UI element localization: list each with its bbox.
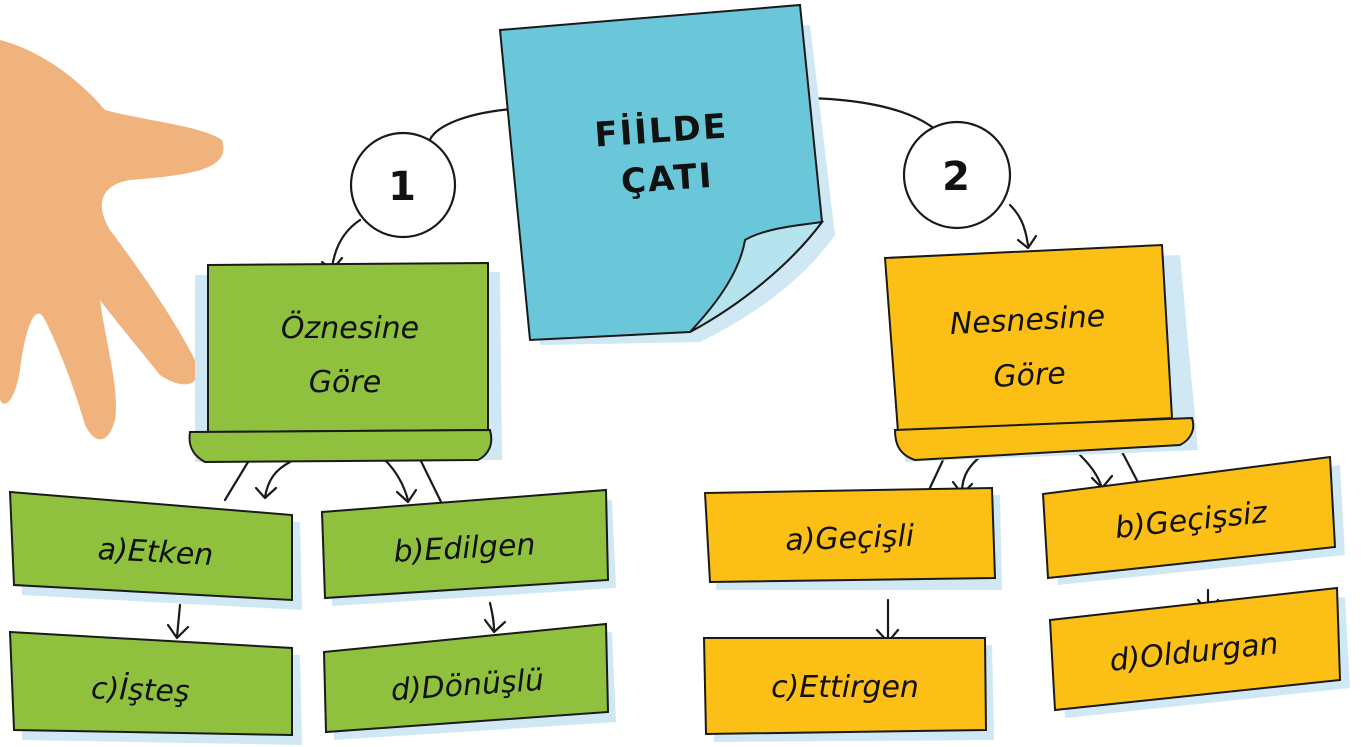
item-istes: c)İşteş: [8, 630, 302, 745]
header-nesnesine-line-2: Göre: [992, 356, 1066, 395]
header-nesnesine-line-1: Nesnesine: [949, 299, 1106, 342]
item-oldurgan: d)Oldurgan: [1048, 586, 1350, 718]
header-oznesine: Öznesine Göre: [188, 261, 502, 464]
item-ettirgen-label: c)Ettirgen: [771, 670, 919, 705]
branch-number-2-label: 2: [942, 154, 972, 200]
item-istes-label: c)İşteş: [90, 670, 190, 709]
branch-number-1-label: 1: [388, 164, 418, 210]
branch-number-2: 2: [902, 120, 1012, 230]
header-oznesine-line-2: Göre: [309, 365, 381, 400]
title-line-2: ÇATI: [620, 156, 715, 202]
branch-number-1: 1: [349, 131, 457, 239]
item-gecisli: a)Geçişli: [703, 486, 1002, 590]
item-etken-label: a)Etken: [97, 532, 214, 573]
header-oznesine-line-1: Öznesine: [281, 310, 419, 346]
title-note: FİİLDE ÇATI: [498, 3, 835, 345]
title-line-1: FİİLDE: [593, 105, 729, 155]
hand-illustration: [0, 40, 224, 440]
item-etken: a)Etken: [8, 490, 302, 610]
item-gecisli-label: a)Geçişli: [785, 519, 916, 559]
item-edilgen-label: b)Edilgen: [393, 527, 537, 569]
item-donuslu: d)Dönüşlü: [322, 622, 616, 740]
item-edilgen: b)Edilgen: [320, 488, 616, 606]
header-nesnesine: Nesnesine Göre: [883, 243, 1198, 462]
item-gecissiz: b)Geçişsiz: [1041, 455, 1345, 585]
item-ettirgen: c)Ettirgen: [702, 637, 994, 742]
